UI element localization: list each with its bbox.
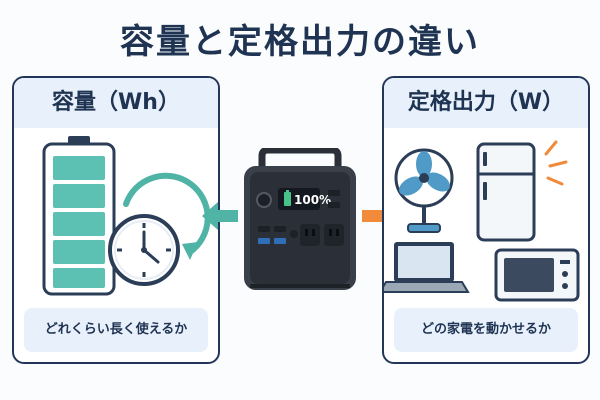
spark-lines-icon <box>544 140 568 186</box>
center-illustration: 100% <box>202 148 398 290</box>
capacity-illustration <box>42 136 211 296</box>
power-station-icon: 100% <box>244 148 356 290</box>
arrow-left-icon <box>202 202 238 230</box>
microwave-icon <box>494 248 580 302</box>
battery-icon <box>42 136 116 296</box>
rated-output-panel: 定格出力（W） <box>382 76 590 364</box>
battery-percentage: 100% <box>294 193 331 207</box>
clock-icon <box>108 214 180 286</box>
page-title: 容量と定格出力の違い <box>120 22 480 62</box>
circular-arrow-icon <box>123 172 211 260</box>
capacity-panel: 容量（Wh） どれくらい長く使えるか <box>12 76 220 364</box>
capacity-caption: どれくらい長く使えるか <box>24 308 208 352</box>
fan-icon <box>394 148 454 233</box>
capacity-heading: 容量（Wh） <box>14 78 218 128</box>
laptop-icon <box>384 242 470 293</box>
rated-output-caption: どの家電を動かせるか <box>394 308 578 352</box>
rated-output-illustration <box>384 140 580 302</box>
rated-output-heading: 定格出力（W） <box>384 78 588 128</box>
refrigerator-icon <box>476 142 536 242</box>
